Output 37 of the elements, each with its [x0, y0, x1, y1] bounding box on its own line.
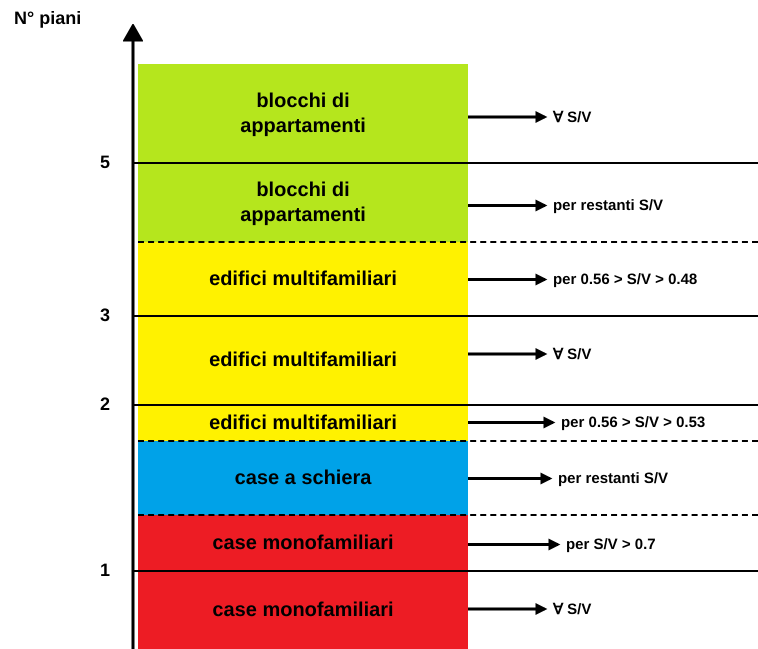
arrow — [468, 603, 548, 615]
arrow — [468, 200, 548, 212]
floor-band — [138, 163, 468, 242]
band-label: blocchi di appartamenti — [239, 178, 367, 228]
arrow — [468, 274, 548, 286]
floor-band — [138, 405, 468, 441]
condition-text: per restanti S/V — [553, 197, 664, 214]
arrow — [468, 538, 560, 550]
arrow — [468, 472, 552, 484]
tick-label: 5 — [100, 152, 110, 173]
condition-text: per restanti S/V — [558, 470, 668, 487]
axis-title: N° piani — [14, 8, 82, 29]
floor-band — [138, 64, 468, 163]
floor-band — [138, 441, 468, 515]
arrow — [468, 348, 548, 360]
tick-label: 3 — [100, 305, 110, 326]
condition-text: ∀ S/V — [553, 600, 592, 618]
band-label: edifici multifamiliari — [209, 266, 397, 292]
floor-band — [138, 242, 468, 316]
condition-text: per 0.56 > S/V > 0.53 — [561, 414, 706, 431]
band-label: edifici multifamiliari — [209, 410, 397, 436]
floor-band — [138, 571, 468, 649]
condition-text: per S/V > 0.7 — [566, 536, 656, 553]
condition-text: ∀ S/V — [553, 345, 592, 363]
floor-band — [138, 316, 468, 405]
band-label: blocchi di appartamenti — [239, 88, 367, 138]
band-label: case monofamiliari — [212, 598, 394, 622]
condition-text: per 0.56 > S/V > 0.48 — [553, 271, 698, 288]
tick-label: 2 — [100, 394, 110, 415]
band-label: case monofamiliari — [212, 530, 394, 556]
arrow — [468, 416, 556, 428]
band-label: edifici multifamiliari — [209, 348, 397, 373]
floor-band — [138, 515, 468, 571]
tick-label: 1 — [100, 560, 110, 581]
condition-text: ∀ S/V — [553, 108, 592, 126]
arrow — [468, 111, 548, 123]
band-label: case a schiera — [234, 466, 372, 490]
